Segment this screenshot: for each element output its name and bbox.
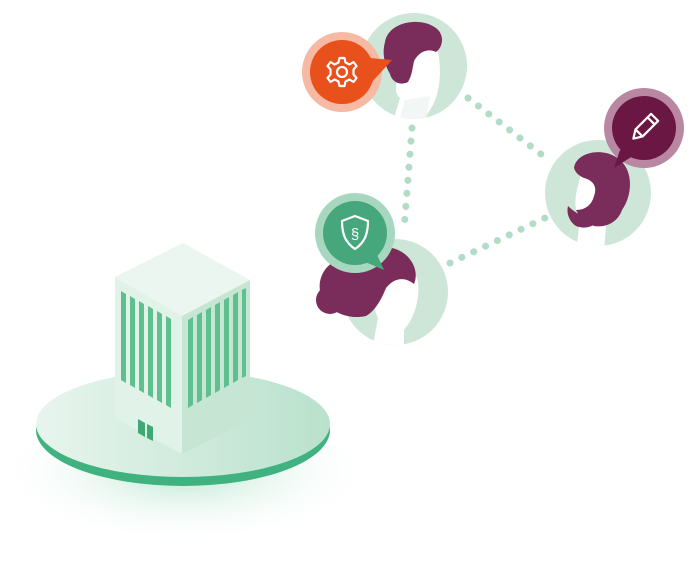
top-person [361,13,467,119]
settings-badge-fill [310,40,374,104]
right-person-beard [567,206,600,228]
edit-badge-fill [612,96,676,160]
top-person-neck-shade [398,96,430,119]
left-person-hair-curl [316,286,344,314]
pencil-icon [632,112,660,140]
building-left-windows [121,291,171,408]
connector-left-right [446,214,549,267]
legal-badge-fill [323,201,387,265]
top-person-hair [383,21,442,84]
connector-top-left [400,124,416,234]
settings-badge [302,32,392,112]
office-building [115,243,250,454]
right-person-hair [574,152,630,227]
connector-top-right [464,94,550,162]
office-platform [0,371,375,545]
building-door [138,419,153,441]
shield-paragraph-icon: § [340,214,370,251]
building-right-windows [188,288,246,408]
building-roof [115,243,250,316]
edit-badge [604,88,684,168]
settings-badge-pointer [370,58,392,82]
connector-lines [400,94,550,267]
right-person [545,140,651,246]
shield-symbol: § [351,226,359,243]
legal-badge: § [315,193,395,273]
gear-icon [326,56,358,88]
